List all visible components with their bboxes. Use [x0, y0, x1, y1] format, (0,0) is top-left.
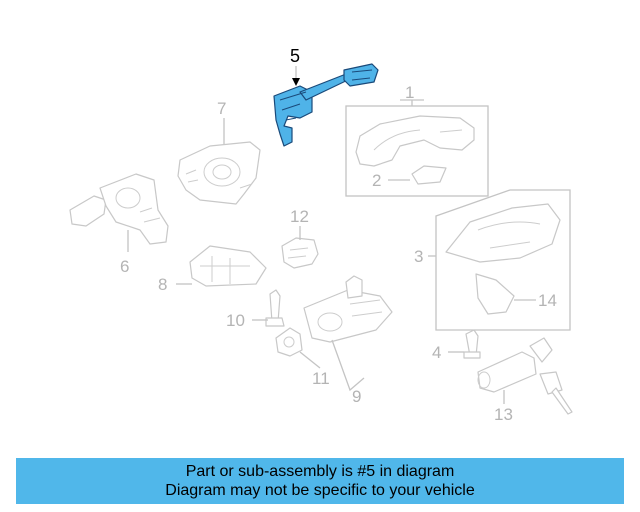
- callout-12[interactable]: 12: [290, 207, 309, 226]
- callout-14[interactable]: 14: [538, 291, 557, 310]
- callout-9[interactable]: 9: [352, 387, 361, 406]
- callout-1[interactable]: 1: [405, 83, 414, 102]
- callout-7[interactable]: 7: [217, 99, 226, 118]
- callout-8[interactable]: 8: [158, 275, 167, 294]
- callout-6[interactable]: 6: [120, 257, 129, 276]
- parts-diagram: 5 1 2 7 6 12 8: [69, 46, 573, 424]
- callout-3[interactable]: 3: [414, 247, 423, 266]
- part-1-column-cover[interactable]: [345, 105, 489, 197]
- part-8-bracket[interactable]: [189, 245, 267, 287]
- part-12-module[interactable]: [281, 237, 319, 269]
- callout-11[interactable]: 11: [312, 369, 330, 388]
- part-11-bushing[interactable]: [275, 327, 303, 357]
- callout-5[interactable]: 5: [290, 46, 300, 66]
- part-10-bolt[interactable]: [265, 289, 285, 327]
- part-6-turn-signal-switch[interactable]: [69, 173, 169, 245]
- callout-2[interactable]: 2: [372, 171, 381, 190]
- callout-10[interactable]: 10: [226, 311, 245, 330]
- info-banner: Part or sub-assembly is #5 in diagram Di…: [16, 458, 624, 504]
- part-7-clockspring[interactable]: [177, 141, 261, 205]
- part-5-wiper-switch[interactable]: [273, 63, 379, 147]
- callout-13[interactable]: 13: [494, 405, 513, 424]
- callout-4[interactable]: 4: [432, 343, 441, 362]
- part-3-lower-cover[interactable]: [435, 189, 571, 331]
- part-13-lock-cylinder[interactable]: [477, 337, 573, 415]
- arrow-5: [292, 78, 300, 86]
- info-line-disclaimer: Diagram may not be specific to your vehi…: [165, 482, 475, 499]
- part-9-lock-housing[interactable]: [303, 275, 393, 343]
- part-4-screw[interactable]: [463, 329, 481, 359]
- info-line-part: Part or sub-assembly is #5 in diagram: [185, 463, 455, 480]
